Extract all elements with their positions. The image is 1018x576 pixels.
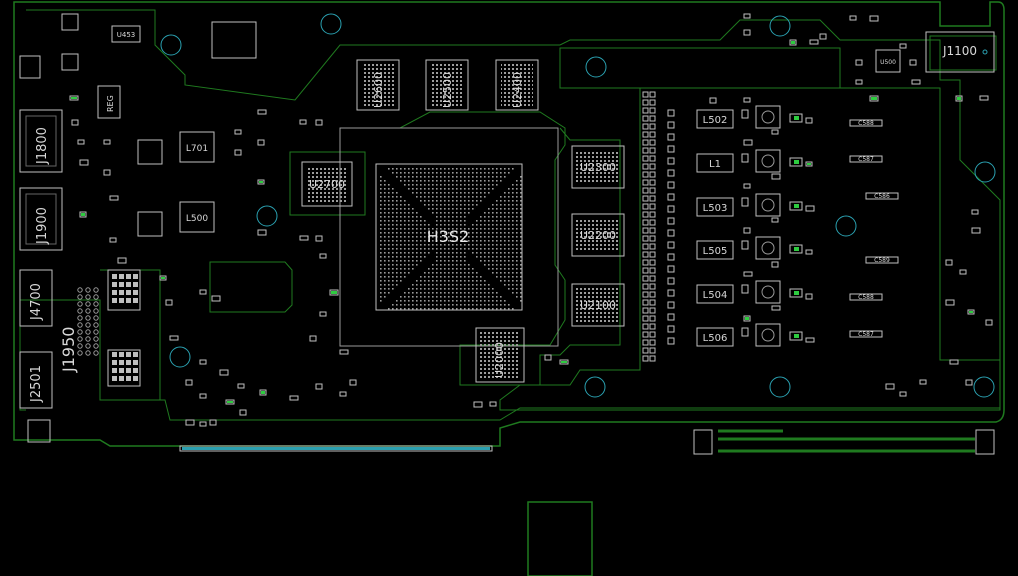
cap-4-label: C589 — [874, 257, 890, 264]
left-zone-outline — [209, 261, 293, 313]
memory-chips: U2600 U2500 U2400 U2700 U2300 U2200 U210… — [301, 59, 625, 383]
memory-chip-u2100: U2100 — [571, 283, 625, 327]
memory-chip-u2000-label: U2000 — [493, 342, 506, 378]
vrm-mosfets — [741, 105, 803, 347]
connector-j1100-label: J1100 — [942, 44, 977, 58]
pcie-edge-connector — [179, 445, 493, 452]
smd-components — [69, 13, 993, 427]
memory-chip-u2000: U2000 — [475, 327, 525, 383]
gpu-ball-grid — [380, 168, 522, 310]
vrm-zone-outline — [499, 87, 1001, 411]
bottom-right-pads — [693, 429, 995, 455]
cap-2-label: C587 — [858, 156, 874, 163]
ic-u453-label: U453 — [117, 31, 135, 39]
inductor-l505-label: L505 — [703, 246, 728, 257]
cap-5-label: C588 — [858, 294, 874, 301]
left-components: L701 L500 U453 REG — [19, 13, 257, 443]
cap-3-label: C586 — [874, 193, 890, 200]
memory-chip-u2500-label: U2500 — [441, 72, 454, 108]
connector-j2501-label: J2501 — [29, 365, 44, 403]
memory-chip-u2500: U2500 — [425, 59, 469, 111]
memory-chip-u2600-label: U2600 — [372, 72, 385, 108]
inductor-l504-label: L504 — [703, 290, 728, 301]
inductor-l502-label: L502 — [703, 115, 728, 126]
cap-6-label: C587 — [858, 331, 874, 338]
memory-chip-u2400: U2400 — [495, 59, 539, 111]
top-right-components: U500 J1100 — [875, 31, 995, 73]
via-columns — [642, 91, 675, 362]
bottom-right-traces — [718, 429, 975, 453]
connector-j1800-label: J1800 — [35, 127, 50, 165]
connector-j1900-label: J1900 — [35, 207, 50, 245]
inductor-l503-label: L503 — [703, 203, 728, 214]
memory-chip-u2700: U2700 — [301, 161, 353, 207]
connector-j4700-label: J4700 — [29, 283, 44, 321]
gpu-chip: H3S2 — [339, 127, 559, 347]
connector-j1950-label: J1950 — [59, 327, 78, 373]
inductor-l500-label: L500 — [186, 214, 208, 224]
bottom-tab — [527, 501, 593, 576]
memory-chip-u2200: U2200 — [571, 213, 625, 257]
inductor-l701-label: L701 — [186, 144, 208, 154]
connector-j1950: J1950 — [59, 327, 78, 373]
memory-chip-u2100-label: U2100 — [580, 299, 616, 312]
left-connectors: J1800 J1900 J4700 J1950 J2501 — [19, 109, 78, 409]
inductor-l1-label: L1 — [709, 159, 721, 170]
connector-j4700: J4700 — [19, 269, 53, 327]
connector-j1900: J1900 — [19, 187, 63, 251]
vrm-inductors: L502 L1 L503 L505 L504 L506 — [696, 109, 734, 347]
gpu-zone-outline — [345, 111, 621, 386]
ic-u500-label: U500 — [880, 59, 896, 66]
memory-chip-u2300: U2300 — [571, 145, 625, 189]
memory-chip-u2600: U2600 — [356, 59, 400, 111]
memory-chip-u2700-label: U2700 — [309, 178, 345, 191]
cap-1-label: C588 — [858, 120, 874, 127]
vrm-capacitors: C588 C587 C586 C589 C588 C587 — [849, 119, 899, 338]
inductor-l506-label: L506 — [703, 333, 728, 344]
right-corner-bracket — [929, 35, 997, 71]
memory-chip-u2200-label: U2200 — [580, 229, 616, 242]
memory-chip-u2400-label: U2400 — [511, 72, 524, 108]
gpu-label: H3S2 — [427, 227, 470, 246]
memory-chip-u2300-label: U2300 — [580, 161, 616, 174]
connector-j1800: J1800 — [19, 109, 63, 173]
regulator-label: REG — [106, 95, 115, 112]
board-outline — [13, 1, 1005, 447]
connector-j2501: J2501 — [19, 351, 53, 409]
mounting-holes — [160, 13, 996, 398]
top-right-outline — [559, 47, 841, 89]
